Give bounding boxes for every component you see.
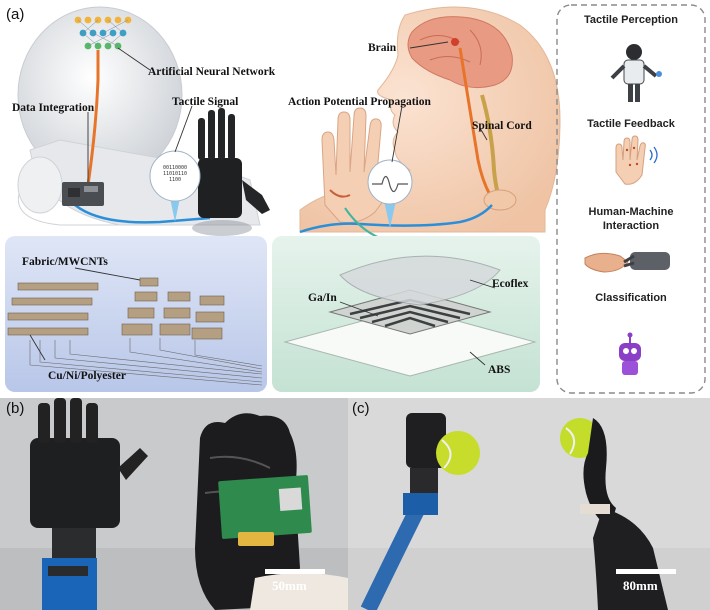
- app-hmi-line2: Interaction: [557, 220, 705, 232]
- app-tactile-feedback: Tactile Feedback: [557, 118, 705, 130]
- classification-robot-icon: [619, 333, 641, 376]
- applications-box: [557, 5, 705, 393]
- label-cu-ni-polyester: Cu/Ni/Polyester: [48, 370, 126, 382]
- label-fabric-mwcnts: Fabric/MWCNTs: [22, 256, 108, 268]
- scalebar-c: [616, 569, 676, 574]
- circuit-board-icon: [62, 182, 104, 206]
- haptic-hand-icon: [616, 136, 657, 184]
- panel-label-c: (c): [352, 400, 370, 417]
- panel-b-photo: (b) 50mm: [0, 398, 348, 610]
- panel-label-a: (a): [6, 6, 24, 23]
- label-tactile-signal: Tactile Signal: [172, 96, 238, 108]
- label-action-potential-propagation: Action Potential Propagation: [288, 96, 431, 108]
- app-tactile-perception: Tactile Perception: [557, 14, 705, 26]
- panel-c-photo: (c) 80mm: [348, 398, 710, 610]
- panel-a: (a) Artificial Neural Network Data Integ…: [0, 0, 710, 398]
- label-spinal-cord: Spinal Cord: [472, 120, 532, 132]
- label-abs: ABS: [488, 364, 510, 376]
- panel-a-illustration: [0, 0, 710, 398]
- label-data-integration: Data Integration: [12, 102, 94, 114]
- app-hmi-line1: Human-Machine: [557, 206, 705, 218]
- humanoid-robot-icon: [612, 44, 662, 102]
- scalebar-label-c: 80mm: [623, 578, 658, 594]
- scalebar-b: [265, 569, 325, 574]
- label-artificial-neural-network: Artificial Neural Network: [148, 66, 275, 78]
- app-classification: Classification: [557, 292, 705, 304]
- label-brain: Brain: [368, 42, 396, 54]
- binary-signal-text: 00110000 11010110 1100: [155, 165, 195, 183]
- panel-label-b: (b): [6, 400, 24, 417]
- handshake-icon: [585, 252, 670, 272]
- label-ecoflex: Ecoflex: [492, 278, 528, 290]
- label-ga-in: Ga/In: [308, 292, 337, 304]
- binary-line-3: 1100: [155, 177, 195, 183]
- scalebar-label-b: 50mm: [272, 578, 307, 594]
